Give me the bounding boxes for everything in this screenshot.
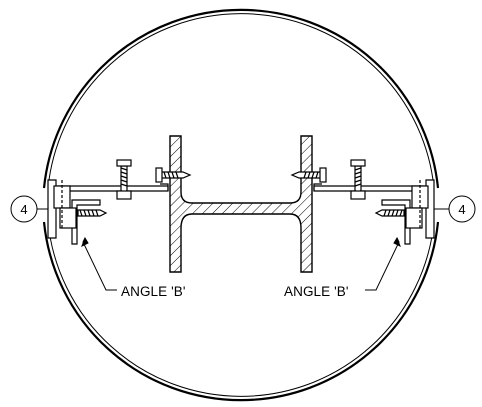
callout-right-number: 4 xyxy=(458,202,465,217)
right-connection xyxy=(290,159,435,245)
leader-lines xyxy=(81,236,401,291)
callout-left-number: 4 xyxy=(20,202,27,217)
detail-circle xyxy=(42,8,440,402)
callout-right: 4 xyxy=(434,195,476,223)
i-beam-section xyxy=(169,135,313,273)
label-angle-b-right: ANGLE 'B' xyxy=(284,284,349,299)
left-connection xyxy=(47,159,192,245)
label-angle-b-left: ANGLE 'B' xyxy=(121,284,186,299)
callout-left: 4 xyxy=(10,195,48,223)
